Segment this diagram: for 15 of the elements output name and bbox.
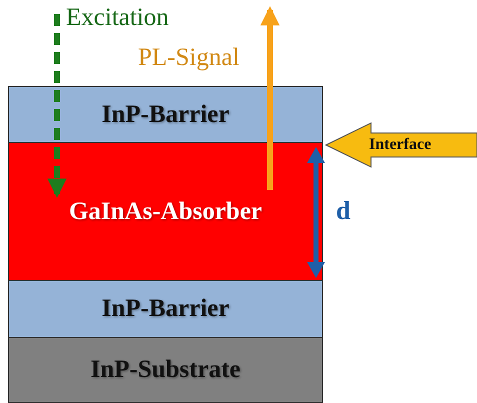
dashed-arrow: [47, 14, 67, 198]
arrow-label: PL-Signal: [138, 44, 240, 72]
interface-callout-arrow: [325, 122, 477, 168]
layer-label: InP-Barrier: [102, 295, 230, 323]
barrier-layer: [8, 280, 323, 338]
arrow-label: Excitation: [66, 4, 169, 32]
barrier-layer: [8, 86, 323, 143]
arrow: [260, 6, 280, 190]
layer-label: InP-Barrier: [102, 100, 230, 128]
callout-label: Interface: [369, 136, 432, 154]
dimension-label: d: [336, 196, 350, 226]
layer-label: GaInAs-Absorber: [68, 198, 262, 226]
absorber-layer: [8, 142, 323, 281]
substrate-layer: [8, 337, 323, 403]
layer-label: InP-Substrate: [90, 356, 240, 384]
